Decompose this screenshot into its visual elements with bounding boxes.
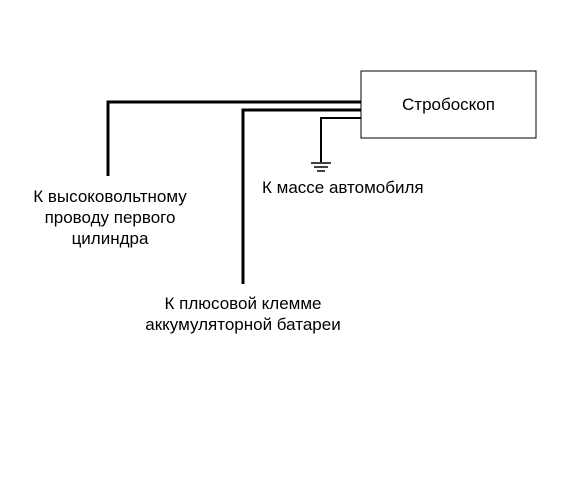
positive-wire [241, 108, 361, 284]
positive-label-line-2: аккумуляторной батареи [145, 315, 341, 334]
high-voltage-wire [106, 100, 361, 176]
high-voltage-label-line-2: проводу первого [44, 208, 176, 227]
high-voltage-label-line-1: К высоковольтному [33, 187, 187, 206]
ground-symbol-icon [311, 162, 331, 172]
positive-label: К плюсовой клемме аккумуляторной батареи [118, 293, 368, 335]
ground-wire [320, 117, 361, 162]
ground-label: К массе автомобиля [262, 178, 424, 197]
high-voltage-label-line-3: цилиндра [71, 229, 149, 248]
positive-label-line-1: К плюсовой клемме [164, 294, 322, 313]
strobe-label: Стробоскоп [402, 94, 495, 114]
high-voltage-label: К высоковольтному проводу первого цилинд… [17, 186, 203, 249]
strobe-box [360, 70, 537, 139]
